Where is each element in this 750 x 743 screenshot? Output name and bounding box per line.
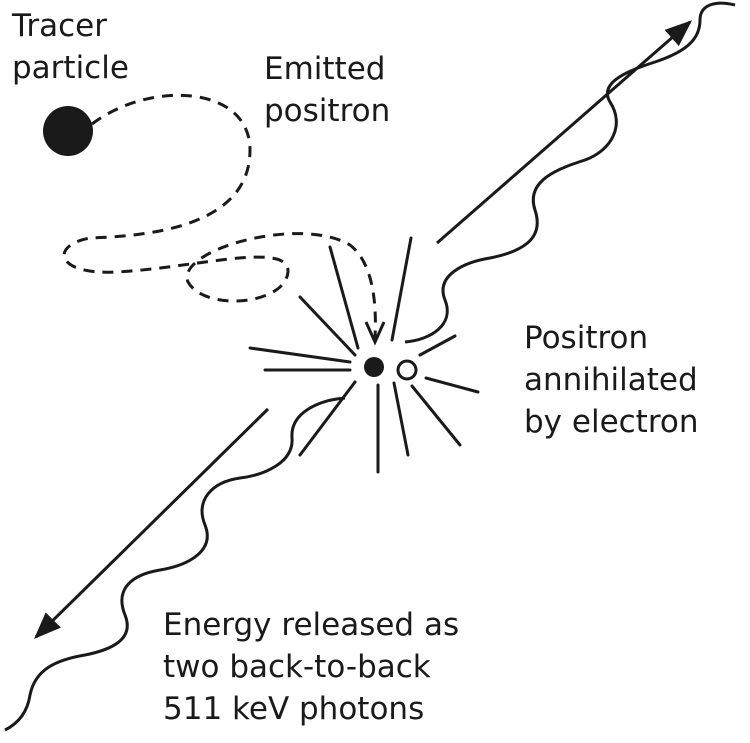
positron-annihilated-label-line-2: annihilated xyxy=(524,362,698,398)
electron xyxy=(364,357,384,377)
energy-released-label: Energy released as two back-to-back 511 … xyxy=(163,604,459,730)
photon-arrow-lower xyxy=(34,407,270,639)
tracer-particle-label-line-2: particle xyxy=(12,50,129,86)
photon-wave-upper xyxy=(404,1,736,344)
tracer-particle-label-line-1: Tracer xyxy=(12,8,107,44)
photon-wave-lower xyxy=(4,396,346,732)
positron-annihilated-label-line-3: by electron xyxy=(524,404,699,440)
tracer-particle-label: Tracer particle xyxy=(12,5,129,89)
emitted-positron-label-line-2: positron xyxy=(264,93,391,129)
energy-released-label-line-2: two back-to-back xyxy=(163,649,431,685)
energy-released-label-line-3: 511 keV photons xyxy=(163,691,425,727)
positron-annihilated-label-line-1: Positron xyxy=(524,320,649,356)
energy-released-label-line-1: Energy released as xyxy=(163,607,460,643)
emitted-positron-label-line-1: Emitted xyxy=(264,51,386,87)
annihilation-burst xyxy=(248,236,480,474)
photon-arrow-upper xyxy=(436,20,693,245)
positron-path xyxy=(62,93,377,339)
emitted-positron-label: Emitted positron xyxy=(264,48,390,132)
annihilated-positron xyxy=(396,359,418,381)
positron-path-arrowhead xyxy=(364,321,386,346)
positron-annihilated-label: Positron annihilated by electron xyxy=(524,317,699,443)
tracer-particle xyxy=(43,106,93,156)
